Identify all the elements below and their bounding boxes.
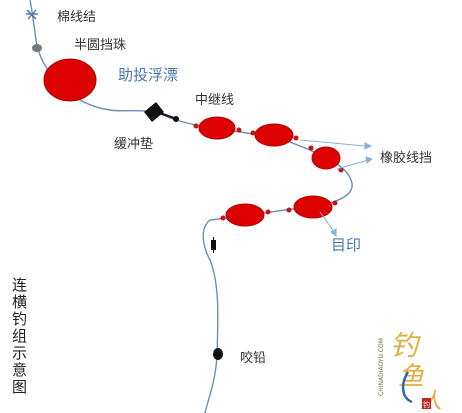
fish-hook-icon bbox=[401, 371, 413, 404]
float-body-icon bbox=[43, 58, 97, 102]
watermark-char: 钓 bbox=[390, 329, 421, 362]
label-cotton-knot: 棉线结 bbox=[57, 10, 96, 25]
half-round-bead-icon bbox=[32, 44, 42, 52]
label-buffer-pad: 缓冲垫 bbox=[114, 136, 153, 152]
relay-float-2 bbox=[254, 123, 294, 147]
watermark-logo: 钓 鱼 人 CHINADIAOYU.COM 钓 bbox=[378, 329, 442, 413]
title-char: 横 bbox=[12, 293, 27, 311]
title-char: 意 bbox=[12, 361, 27, 379]
label-marker: 目印 bbox=[331, 236, 361, 254]
swivel-icon bbox=[211, 237, 216, 253]
seal-char: 钓 bbox=[423, 400, 430, 409]
relay-float-group bbox=[198, 116, 341, 227]
cotton-knot-icon bbox=[26, 9, 38, 20]
watermark-url: CHINADIAOYU.COM bbox=[378, 338, 385, 396]
marker-arrow bbox=[319, 211, 337, 238]
title-char: 示 bbox=[12, 344, 27, 362]
label-bite-lead: 咬铅 bbox=[240, 350, 266, 366]
rubber-stopper-group bbox=[193, 123, 344, 221]
title-char: 图 bbox=[12, 378, 27, 396]
buffer-pad-icon bbox=[144, 102, 179, 122]
title-char: 组 bbox=[12, 327, 27, 345]
bite-lead-icon bbox=[213, 348, 223, 360]
rubber-stop-arrows bbox=[299, 139, 374, 170]
relay-float-1 bbox=[198, 116, 236, 140]
title-char: 钓 bbox=[12, 310, 27, 328]
label-float: 助投浮漂 bbox=[118, 66, 178, 84]
lower-float-2 bbox=[293, 195, 333, 219]
label-rubber-stop: 橡胶线挡 bbox=[380, 150, 432, 166]
lower-float-1 bbox=[225, 203, 265, 227]
label-relay-line: 中继线 bbox=[195, 93, 234, 108]
vertical-title: 连 横 钓 组 示 意 图 bbox=[12, 276, 27, 396]
label-half-round-bead: 半圆挡珠 bbox=[74, 38, 126, 53]
relay-float-3 bbox=[311, 146, 341, 170]
title-char: 连 bbox=[12, 276, 27, 294]
seal-stamp bbox=[422, 398, 431, 409]
